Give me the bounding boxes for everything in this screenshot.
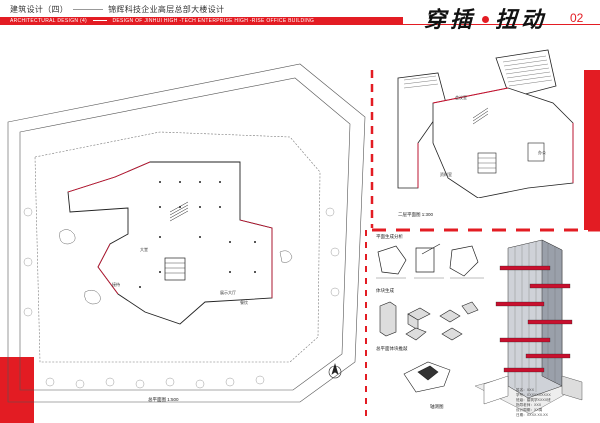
room-label-1: 大堂 bbox=[140, 247, 148, 252]
brand-part-2: 扭动 bbox=[495, 7, 548, 33]
floor-outline-label: 总平面体块推敲 bbox=[376, 346, 408, 351]
room-label-5: 会议室 bbox=[455, 95, 467, 100]
room-label-7: 资料室 bbox=[440, 172, 452, 177]
plan-generation-diagrams bbox=[376, 243, 484, 279]
room-label-2: 接待 bbox=[112, 282, 120, 287]
brand-dot-icon bbox=[482, 15, 490, 23]
info-line-5: 设计周期：XX周 bbox=[516, 408, 543, 412]
page-number: 02 bbox=[570, 11, 584, 25]
header-subtitle-left: ARCHITECTURAL DESIGN (4) bbox=[10, 18, 88, 24]
info-line-3: 班级：建筑学XXXX班 bbox=[516, 398, 551, 402]
volume-generation-diagrams bbox=[379, 301, 479, 341]
site-plan-label: 总平面图 1:500 bbox=[148, 397, 179, 402]
info-line-1: 姓名：XXX bbox=[516, 388, 534, 392]
room-label-6: 办公 bbox=[538, 150, 546, 155]
volume-generation-label: 体块生成 bbox=[376, 288, 394, 293]
brand-part-1: 穿插 bbox=[424, 7, 477, 33]
second-floor-label: 二层平面图 1:300 bbox=[398, 212, 434, 217]
massing-study bbox=[403, 361, 451, 393]
room-label-4: 餐饮 bbox=[240, 300, 248, 305]
header-title: 建筑设计（四） 锦辉科技企业高层总部大楼设计 bbox=[10, 4, 224, 15]
site-plan bbox=[7, 63, 366, 403]
header-subtitle-right: DESIGN OF JINHUI HIGH -TECH ENTERPRISE H… bbox=[112, 18, 315, 24]
subtitle-dash bbox=[92, 20, 107, 22]
header-dash bbox=[73, 9, 104, 11]
header-subtitle-bar bbox=[0, 17, 403, 25]
info-line-2: 学号：XXXXXXXXXX bbox=[516, 393, 551, 397]
brand-title: 穿插扭动 bbox=[424, 2, 547, 34]
plan-generation-label: 平面生成分析 bbox=[376, 234, 403, 239]
second-floor-plan bbox=[397, 49, 574, 198]
axonometric-tower bbox=[474, 239, 583, 415]
header-subtitle: ARCHITECTURAL DESIGN (4) DESIGN OF JINHU… bbox=[10, 17, 314, 25]
north-arrow-icon bbox=[328, 362, 342, 379]
header-right-rule bbox=[403, 24, 600, 25]
room-label-3: 展示大厅 bbox=[220, 290, 236, 295]
info-line-6: 日期：XXXX.XX.XX bbox=[516, 413, 548, 417]
axon-label: 轴测图 bbox=[430, 404, 444, 409]
header-title-right: 锦辉科技企业高层总部大楼设计 bbox=[108, 5, 225, 14]
info-line-4: 指导老师：XXX bbox=[516, 403, 542, 407]
header-title-left: 建筑设计（四） bbox=[10, 5, 69, 14]
info-block: 姓名：XXX 学号：XXXXXXXXXX 班级：建筑学XXXX班 指导老师：XX… bbox=[516, 388, 551, 418]
